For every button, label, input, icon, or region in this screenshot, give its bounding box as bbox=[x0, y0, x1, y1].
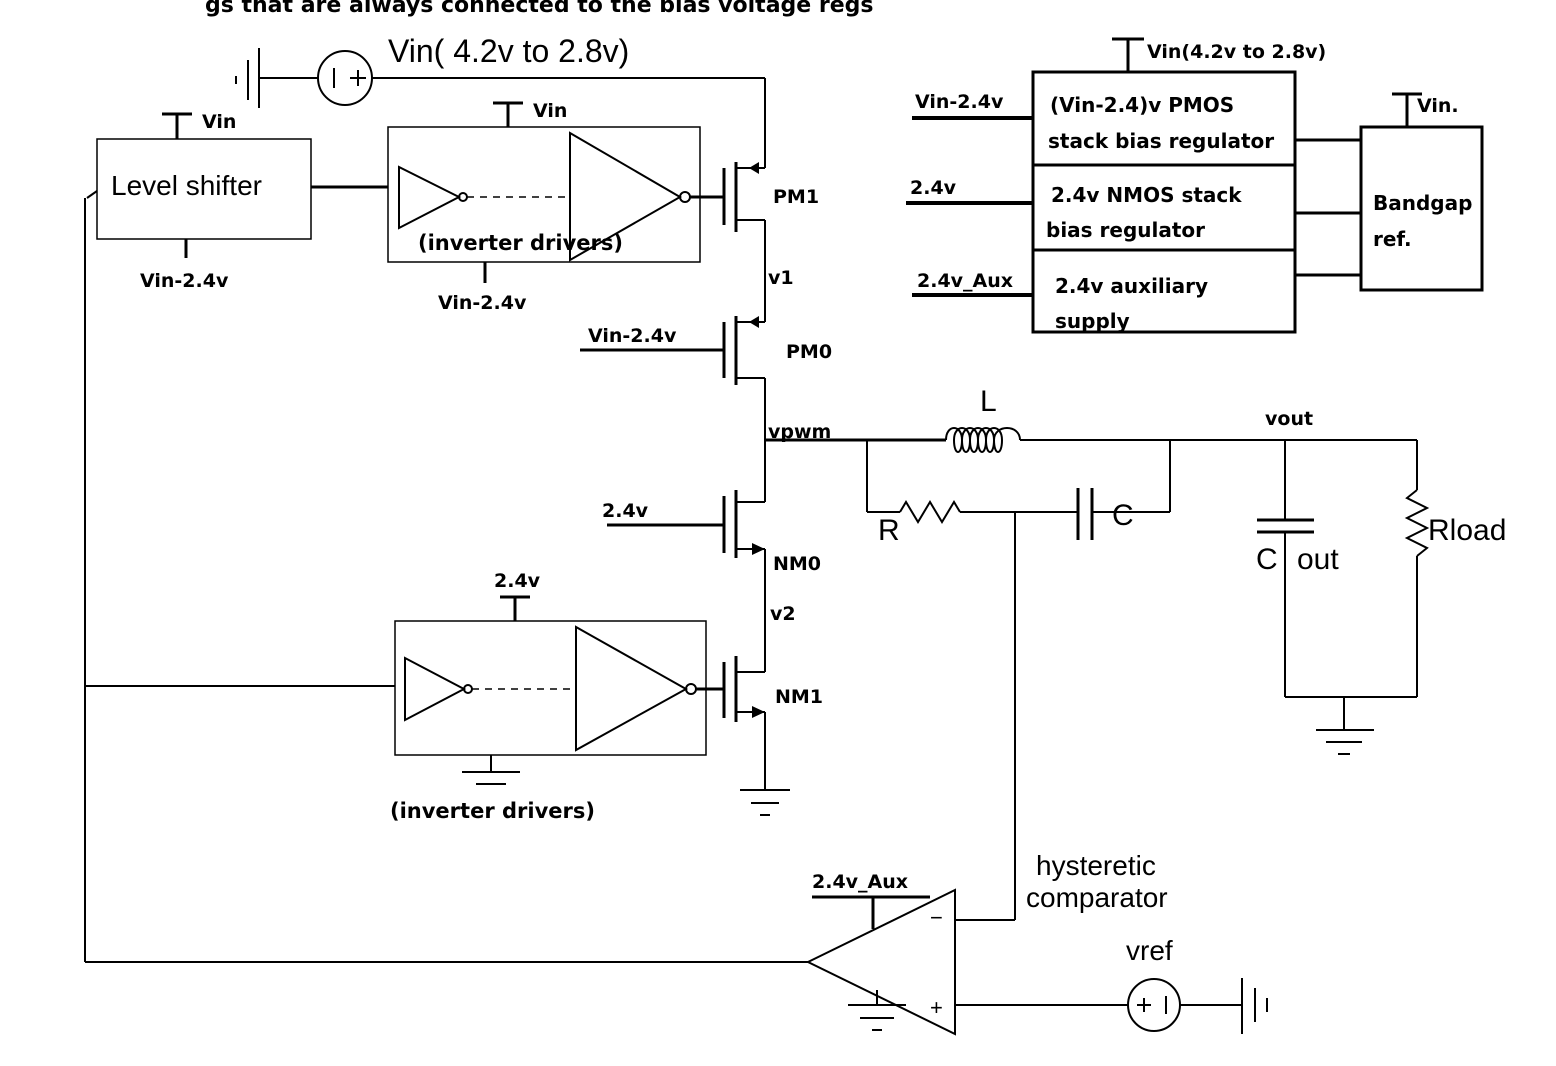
bottom-driver-label: (inverter drivers) bbox=[390, 799, 595, 823]
input-voltage-source bbox=[235, 48, 766, 152]
capacitor-label: C bbox=[1112, 499, 1134, 532]
vref-source bbox=[1127, 978, 1268, 1034]
resistor-R bbox=[899, 500, 961, 524]
node-v2-label: v2 bbox=[770, 603, 796, 625]
comparator-minus-sign: − bbox=[930, 905, 943, 930]
inductor-L bbox=[945, 427, 1021, 453]
top-small-inverter bbox=[398, 165, 468, 230]
aux-supply-label-1: 2.4v auxiliary bbox=[1055, 274, 1208, 298]
top-driver-vin-label: Vin bbox=[533, 100, 567, 122]
aux-supply-label-2: supply bbox=[1055, 309, 1130, 333]
comparator-supply-label: 2.4v_Aux bbox=[812, 871, 908, 893]
resistor-label: R bbox=[878, 514, 900, 547]
top-driver-label: (inverter drivers) bbox=[418, 231, 623, 255]
nmos-regulator-label-2: bias regulator bbox=[1046, 218, 1205, 242]
level-shifter-vin-minus-label: Vin-2.4v bbox=[140, 270, 229, 292]
nm0-gate-label: 2.4v bbox=[602, 500, 649, 522]
top-driver-box bbox=[387, 126, 701, 263]
aux-supply-output-label: 2.4v_Aux bbox=[917, 270, 1013, 292]
bandgap-label-2: ref. bbox=[1373, 227, 1412, 251]
bandgap-vin-label: Vin. bbox=[1417, 95, 1459, 117]
power-stage-ground bbox=[740, 789, 790, 816]
pm1-label: PM1 bbox=[773, 186, 819, 208]
level-shifter-vin-label: Vin bbox=[202, 111, 236, 133]
rload-label: Rload bbox=[1428, 514, 1506, 547]
regulator-vin-label: Vin(4.2v to 2.8v) bbox=[1147, 41, 1326, 63]
bottom-driver-ground bbox=[462, 755, 520, 785]
comparator-label-line2: comparator bbox=[1026, 882, 1168, 913]
cout-out-label: out bbox=[1297, 543, 1339, 576]
nmos-regulator-output-label: 2.4v bbox=[910, 177, 957, 199]
bottom-small-inverter bbox=[404, 656, 473, 722]
header-text: gs that are always connected to the bias… bbox=[205, 0, 873, 18]
node-vpwm-label: vpwm bbox=[768, 421, 831, 443]
comparator-ground bbox=[848, 990, 906, 1031]
pm0-gate-label: Vin-2.4v bbox=[588, 325, 677, 347]
nm1-label: NM1 bbox=[775, 686, 823, 708]
pm0-transistor bbox=[722, 316, 766, 502]
node-vout-label: vout bbox=[1265, 408, 1313, 430]
pmos-regulator-label-1: (Vin-2.4)v PMOS bbox=[1050, 93, 1234, 117]
pmos-regulator-label-2: stack bias regulator bbox=[1048, 129, 1274, 153]
top-driver-vin-minus-label: Vin-2.4v bbox=[438, 292, 527, 314]
level-shifter-label: Level shifter bbox=[111, 170, 262, 201]
vin-source-label: Vin( 4.2v to 2.8v) bbox=[388, 33, 629, 69]
inductor-label: L bbox=[980, 385, 997, 418]
nm0-transistor bbox=[722, 490, 766, 672]
vref-label: vref bbox=[1126, 935, 1173, 966]
comparator-label-line1: hysteretic bbox=[1036, 850, 1156, 881]
node-v1-label: v1 bbox=[768, 267, 794, 289]
pm0-label: PM0 bbox=[786, 341, 832, 363]
nm1-transistor bbox=[722, 656, 766, 790]
level-shifter-box bbox=[96, 138, 312, 240]
bottom-driver-v24-label: 2.4v bbox=[494, 570, 541, 592]
load-resistor bbox=[1404, 489, 1430, 557]
pm1-transistor bbox=[722, 152, 766, 322]
bottom-large-inverter bbox=[575, 625, 697, 752]
bandgap-box bbox=[1359, 125, 1484, 292]
hysteretic-comparator bbox=[805, 888, 956, 1036]
output-ground bbox=[1316, 697, 1374, 755]
bandgap-label-1: Bandgap bbox=[1373, 191, 1472, 215]
pmos-regulator-output-label: Vin-2.4v bbox=[915, 91, 1004, 113]
nm0-label: NM0 bbox=[773, 553, 821, 575]
bottom-driver-box bbox=[394, 620, 707, 756]
nmos-regulator-label-1: 2.4v NMOS stack bbox=[1051, 183, 1242, 207]
cout-c-label: C bbox=[1256, 543, 1278, 576]
comparator-plus-sign: + bbox=[930, 995, 943, 1020]
